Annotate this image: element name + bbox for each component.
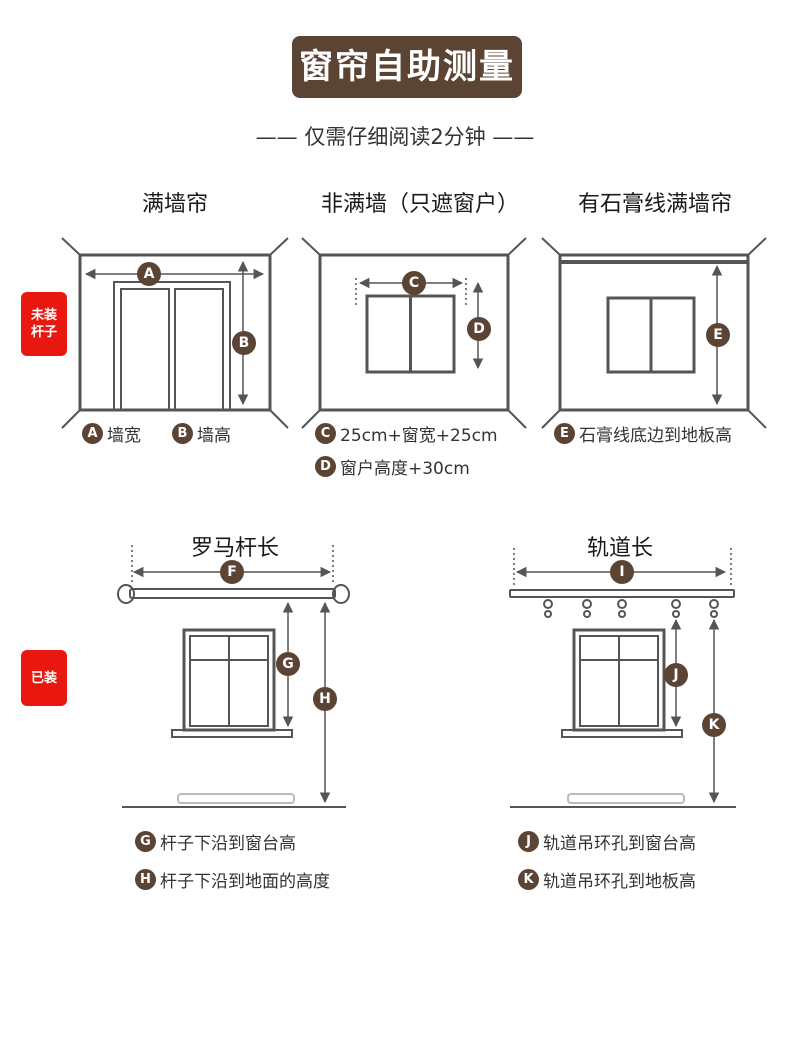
room-plaster-line bbox=[541, 237, 767, 429]
legend-text-j: 轨道吊环孔到窗台高 bbox=[543, 834, 696, 854]
legend-k: K 轨道吊环孔到地板高 bbox=[518, 867, 696, 892]
legend-text-k: 轨道吊环孔到地板高 bbox=[543, 872, 696, 892]
room-partial-wall bbox=[301, 237, 527, 429]
tag-installed: 已装 bbox=[21, 650, 67, 706]
room-full-wall bbox=[61, 237, 289, 429]
scene-roman-rod bbox=[117, 545, 350, 808]
marker-d: D bbox=[467, 317, 491, 341]
heading-partial-wall: 非满墙（只遮窗户） bbox=[320, 192, 519, 217]
marker-b: B bbox=[232, 331, 256, 355]
legend-h: H 杆子下沿到地面的高度 bbox=[135, 867, 330, 892]
legend-marker-k: K bbox=[518, 869, 539, 890]
heading-track: 轨道长 bbox=[586, 536, 653, 561]
page-title: 窗帘自助测量 bbox=[292, 36, 522, 98]
legend-c: C 25cm+窗宽+25cm bbox=[315, 421, 498, 446]
legend-marker-c: C bbox=[315, 423, 336, 444]
marker-e: E bbox=[706, 323, 730, 347]
scene-track bbox=[509, 548, 736, 808]
legend-text-g: 杆子下沿到窗台高 bbox=[160, 834, 296, 854]
legend-b: B 墙高 bbox=[172, 421, 231, 446]
legend-marker-h: H bbox=[135, 869, 156, 890]
legend-text-b: 墙高 bbox=[197, 426, 231, 446]
legend-d: D 窗户高度+30cm bbox=[315, 454, 470, 479]
heading-plaster-line: 有石膏线满墙帘 bbox=[577, 192, 732, 217]
legend-marker-b: B bbox=[172, 423, 193, 444]
legend-j: J 轨道吊环孔到窗台高 bbox=[518, 829, 696, 854]
legend-text-c: 25cm+窗宽+25cm bbox=[340, 426, 498, 446]
page-subtitle: —— 仅需仔细阅读2分钟 —— bbox=[255, 125, 535, 149]
legend-text-a: 墙宽 bbox=[107, 426, 141, 446]
marker-i: I bbox=[610, 560, 634, 584]
legend-text-e: 石膏线底边到地板高 bbox=[579, 426, 732, 446]
marker-a: A bbox=[137, 262, 161, 286]
legend-text-h: 杆子下沿到地面的高度 bbox=[160, 872, 330, 892]
marker-g: G bbox=[276, 652, 300, 676]
heading-full-wall: 满墙帘 bbox=[141, 192, 208, 217]
legend-e: E 石膏线底边到地板高 bbox=[554, 421, 732, 446]
heading-roman-rod: 罗马杆长 bbox=[190, 536, 279, 561]
marker-k: K bbox=[702, 713, 726, 737]
marker-h: H bbox=[313, 687, 337, 711]
legend-a: A 墙宽 bbox=[82, 421, 141, 446]
marker-c: C bbox=[402, 271, 426, 295]
legend-marker-j: J bbox=[518, 831, 539, 852]
legend-g: G 杆子下沿到窗台高 bbox=[135, 829, 296, 854]
marker-f: F bbox=[220, 560, 244, 584]
legend-marker-d: D bbox=[315, 456, 336, 477]
tag-not-installed: 未装 杆子 bbox=[21, 292, 67, 356]
legend-marker-e: E bbox=[554, 423, 575, 444]
legend-text-d: 窗户高度+30cm bbox=[340, 459, 470, 479]
legend-marker-a: A bbox=[82, 423, 103, 444]
legend-marker-g: G bbox=[135, 831, 156, 852]
marker-j: J bbox=[664, 663, 688, 687]
